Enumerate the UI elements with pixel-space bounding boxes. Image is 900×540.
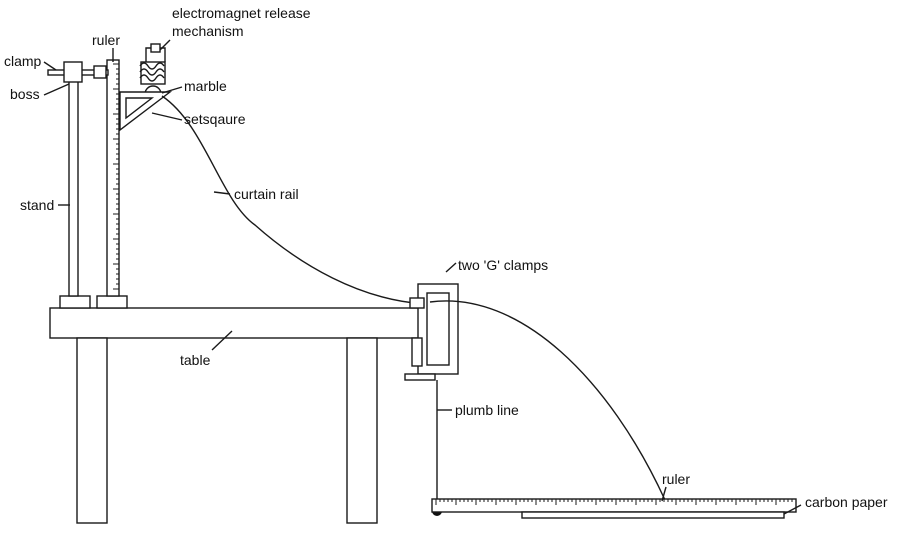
label-clamp: clamp [4,53,42,69]
stand [59,67,91,309]
electromagnet-core [140,61,166,85]
label-electromagnet-line1: electromagnet release [172,5,311,21]
leader-curtain-rail [213,191,231,195]
electromagnet [139,43,166,85]
marble-trajectory [429,300,666,501]
stand-rod [68,67,79,297]
label-table: table [180,352,211,368]
leader-lines [43,39,802,515]
g-clamp-screw [411,337,423,367]
electromagnet-coil [139,62,165,82]
vertical-ruler-base [96,295,128,309]
electromagnet-battery [150,43,161,53]
label-carbon-paper: carbon paper [805,494,888,510]
label-ruler-bottom: ruler [662,471,690,487]
g-clamp-foot [404,373,436,381]
label-g-clamps: two 'G' clamps [458,257,548,273]
horizontal-ruler [431,498,797,513]
horizontal-ruler-ticks [435,499,793,505]
clamp-assembly [47,61,109,83]
vertical-ruler-body [106,59,120,297]
leader-ruler-bottom [661,486,667,502]
label-marble: marble [184,78,227,94]
leader-carbon-paper [783,504,802,515]
table-leg-right [346,337,378,524]
g-clamp-inner [426,292,450,366]
carbon-paper [521,511,785,519]
leader-g-clamps [445,262,457,273]
setsquare-inner [125,97,155,120]
label-ruler-top: ruler [92,32,120,48]
label-stand: stand [20,197,54,213]
label-curtain-rail: curtain rail [234,186,299,202]
leader-electromagnet [159,39,171,51]
g-clamps [404,283,459,381]
table-leg-left [76,337,108,524]
stand-base [59,295,91,309]
leader-table [211,330,233,351]
curtain-rail [161,95,426,305]
leader-clamp [43,61,57,71]
setsquare-outer [119,91,173,132]
table-top [49,307,431,339]
label-plumb-line: plumb line [455,402,519,418]
setsquare [119,91,173,132]
leader-setsquare [151,112,183,121]
label-setsquare: setsqaure [184,111,246,127]
g-clamp-pad [409,297,425,309]
boss [63,61,83,83]
leader-marble [161,86,183,94]
label-electromagnet-line2: mechanism [172,23,244,39]
horizontal-ruler-body [431,498,797,513]
leader-boss [43,83,70,96]
label-boss: boss [10,86,40,102]
labels: clamp boss ruler electromagnet release m… [4,5,888,510]
vertical-ruler-ticks [113,63,119,290]
clamp-jaw [93,65,107,79]
table [49,307,431,524]
